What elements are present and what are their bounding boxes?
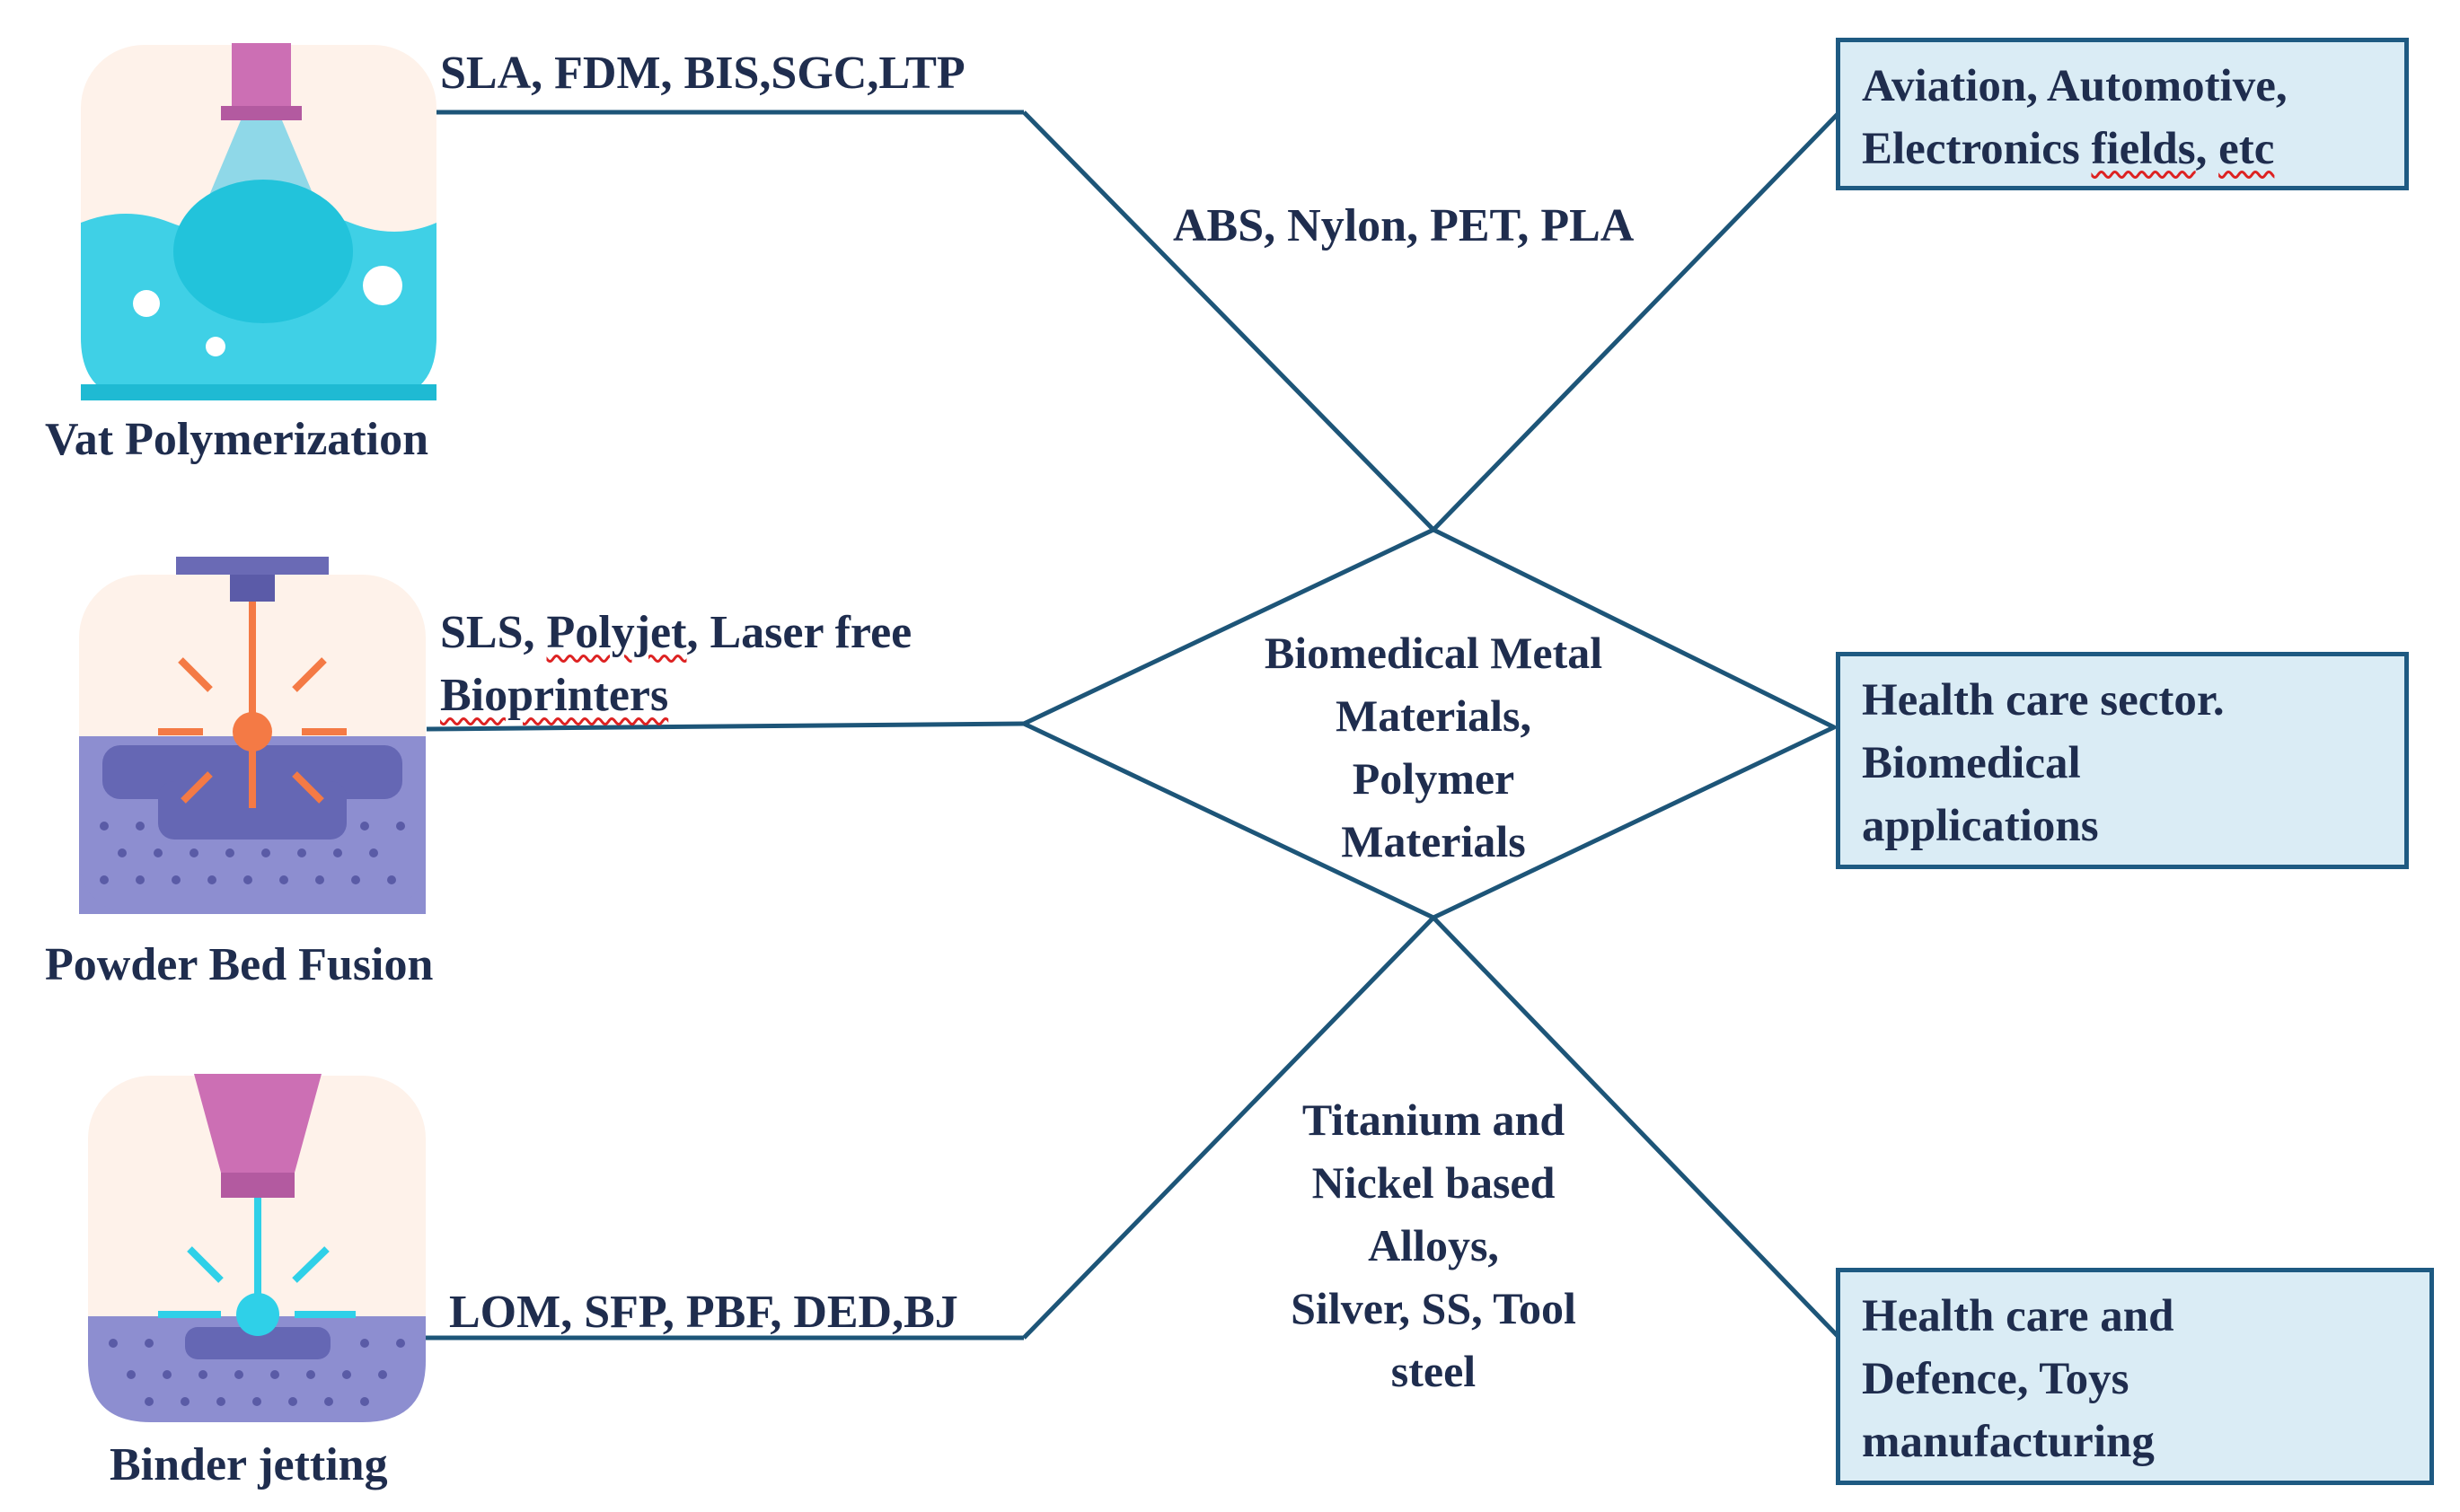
process-powder-bed-label: Powder Bed Fusion: [45, 939, 434, 990]
application-box-defence: Health care and Defence, Toys manufactur…: [1836, 1268, 2434, 1485]
biomedical-materials-label: Biomedical Metal Materials, Polymer Mate…: [1164, 621, 1703, 873]
powder-tech-b: Polyjet: [546, 607, 687, 658]
metals-line-1: Titanium and: [1301, 1094, 1565, 1145]
vat-diagonal-line: [1022, 110, 1435, 532]
vat-icon: [79, 43, 438, 402]
polymers-materials-label: ABS, Nylon, PET, PLA: [1173, 200, 1635, 251]
metals-line-5: steel: [1390, 1346, 1477, 1396]
aviation-line-2-a: Electronics: [1862, 124, 2092, 174]
biomedical-line-1: Biomedical Metal: [1264, 628, 1603, 678]
aviation-line-2-d: etc: [2218, 124, 2275, 174]
healthcare-line-2: Biomedical: [1862, 738, 2081, 788]
application-box-healthcare: Health care sector. Biomedical applicati…: [1836, 652, 2409, 869]
process-binder-jetting-label: Binder jetting: [110, 1439, 388, 1490]
healthcare-line-3: applications: [1862, 801, 2099, 851]
biomedical-line-4: Materials: [1341, 816, 1526, 866]
metals-materials-label: Titanium and Nickel based Alloys, Silver…: [1164, 1088, 1703, 1402]
vat-techniques-label: SLA, FDM, BIS,SGC,LTP: [440, 48, 965, 99]
binder-diagonal-line: [1022, 916, 1435, 1340]
defence-line-3: manufacturing: [1862, 1417, 2155, 1467]
powder-techniques-line1: SLS, Polyjet, Laser free: [440, 606, 912, 660]
powder-tech-a: SLS,: [440, 607, 547, 658]
metals-line-3: Alloys,: [1368, 1220, 1499, 1270]
binder-jetting-icon: [86, 1074, 428, 1424]
aviation-diagonal-line: [1432, 110, 1841, 532]
binder-techniques-label: LOM, SFP, PBF, DED,BJ: [449, 1287, 958, 1338]
powder-techniques-line2: Bioprinters: [440, 670, 669, 721]
defence-line-2: Defence, Toys: [1862, 1354, 2129, 1404]
powder-bed-icon: [77, 557, 428, 916]
powder-tech-c: , Laser free: [686, 607, 913, 658]
aviation-line-2: Electronics fields, etc: [1862, 118, 2383, 180]
defence-line-1: Health care and: [1862, 1291, 2174, 1341]
metals-line-4: Silver, SS, Tool: [1291, 1283, 1576, 1333]
healthcare-line-1: Health care sector.: [1862, 675, 2225, 725]
application-box-aviation: Aviation, Automotive, Electronics fields…: [1836, 38, 2409, 190]
aviation-line-2-c: ,: [2195, 124, 2219, 174]
healthcare-defence-diagonal-line: [1432, 916, 1841, 1340]
aviation-line-2-b: fields: [2091, 124, 2196, 174]
process-vat-label: Vat Polymerization: [45, 414, 428, 465]
powder-connector-line: [426, 721, 1025, 732]
metals-line-2: Nickel based: [1311, 1157, 1556, 1208]
biomedical-line-2: Materials,: [1336, 690, 1531, 741]
aviation-line-1: Aviation, Automotive,: [1862, 61, 2288, 111]
biomedical-line-3: Polymer: [1352, 753, 1515, 804]
